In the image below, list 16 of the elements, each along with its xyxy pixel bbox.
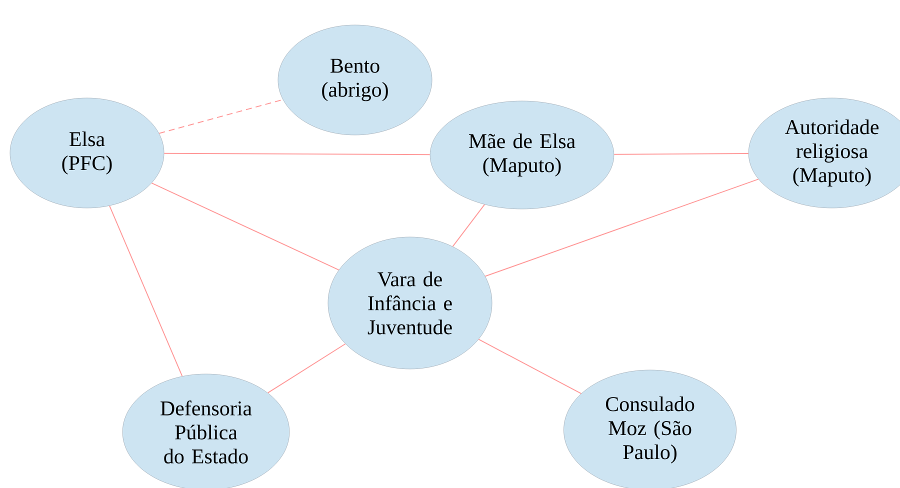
connector-line	[158, 99, 284, 134]
ellipse-node: Bento (abrigo)	[278, 24, 432, 136]
ellipse-node: Consulado Moz (São Paulo)	[564, 370, 736, 488]
ellipse-node: Vara de Infância e Juventude	[328, 236, 492, 370]
ellipse-node: Elsa (PFC)	[10, 98, 164, 208]
connector-line	[164, 152, 430, 156]
connector-line	[614, 153, 749, 155]
connector-line	[452, 204, 486, 247]
connector-line	[267, 343, 346, 394]
ellipse-node: Autoridade religiosa (Maputo)	[748, 98, 900, 208]
connector-line	[109, 205, 183, 377]
connector-line	[151, 182, 340, 270]
connector-line	[478, 338, 582, 394]
ellipse-node: Mãe de Elsa (Maputo)	[430, 100, 614, 210]
connector-line	[484, 178, 759, 277]
ellipse-node: Defensoria Pública do Estado	[122, 374, 290, 488]
